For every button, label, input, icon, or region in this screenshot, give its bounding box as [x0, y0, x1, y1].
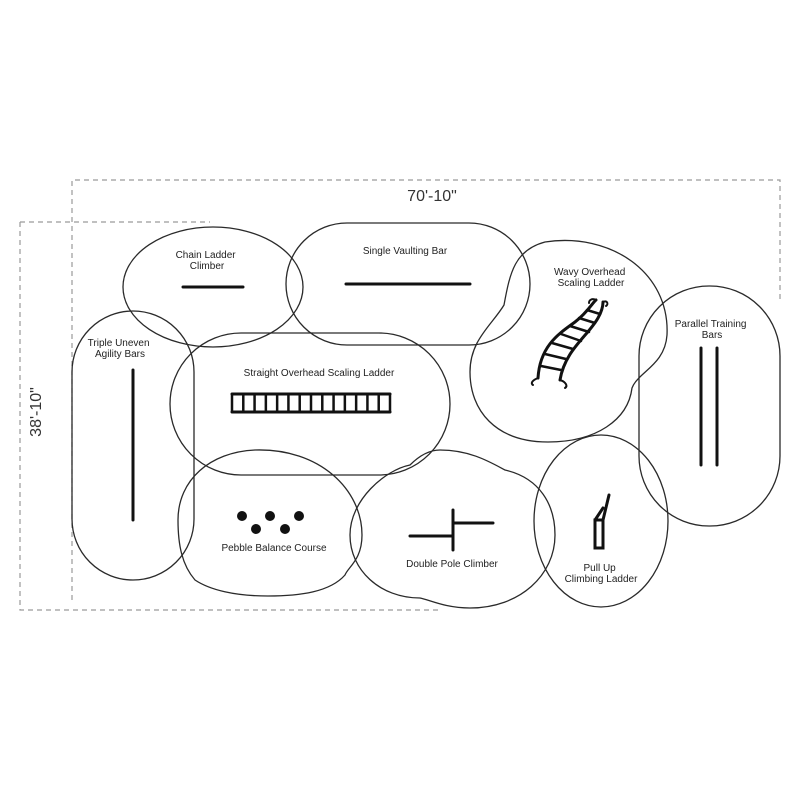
pull-up-ladder-icon [593, 493, 611, 550]
label-triple-uneven-agility-bars: Triple Uneven Agility Bars [88, 338, 153, 360]
zone-chain-ladder-climber [122, 226, 304, 348]
safety-zones [71, 222, 781, 609]
label-straight-overhead-scaling-ladder: Straight Overhead Scaling Ladder [244, 368, 395, 379]
straight-ladder-icon [230, 392, 392, 414]
zone-single-vaulting-bar [285, 222, 531, 346]
label-chain-ladder-climber: Chain Ladder Climber [176, 250, 239, 272]
label-double-pole-climber: Double Pole Climber [406, 559, 498, 570]
zone-triple-uneven-agility-bars [71, 310, 195, 581]
zone-parallel-training-bars [638, 285, 781, 527]
pebble-stones-icon [237, 511, 304, 534]
zone-straight-overhead-scaling-ladder [169, 332, 451, 476]
zone-wavy-overhead-scaling-ladder [469, 239, 668, 443]
equipment-icons [131, 282, 719, 552]
dimension-lines: 70'-10" 38'-10" [19, 179, 781, 611]
label-pebble-balance-course: Pebble Balance Course [221, 543, 327, 554]
double-pole-icon [408, 508, 495, 552]
height-dimension-label: 38'-10" [28, 387, 45, 437]
height-dimension-line [19, 222, 440, 611]
label-pull-up-climbing-ladder: Pull Up Climbing Ladder [565, 563, 638, 585]
zone-pebble-balance-course [177, 449, 363, 597]
zone-double-pole-climber [349, 449, 556, 609]
label-parallel-training-bars: Parallel Training Bars [675, 319, 750, 341]
label-wavy-overhead-scaling-ladder: Wavy Overhead Scaling Ladder [554, 267, 628, 289]
equipment-labels: Chain Ladder Climber Single Vaulting Bar… [88, 246, 750, 585]
label-single-vaulting-bar: Single Vaulting Bar [363, 246, 448, 257]
wavy-ladder-icon [530, 298, 609, 389]
width-dimension-label: 70'-10" [407, 188, 457, 205]
zone-pull-up-climbing-ladder [533, 434, 669, 608]
